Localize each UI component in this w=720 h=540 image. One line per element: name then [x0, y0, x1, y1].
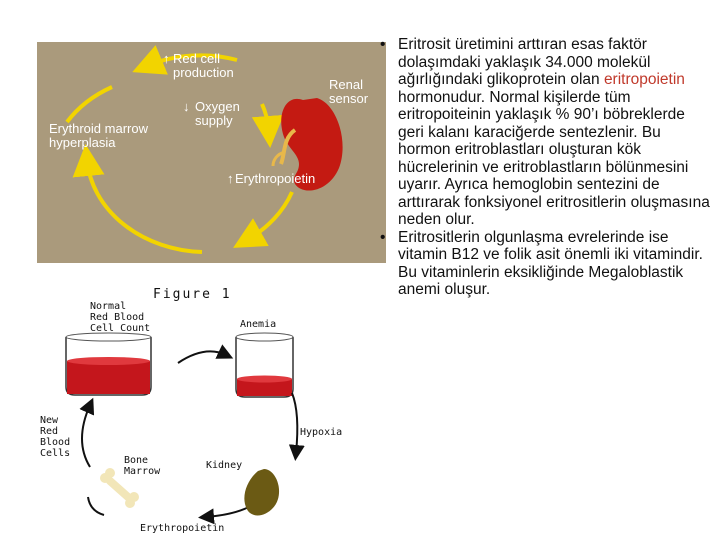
oxygen-supply-label: ↓ Oxygen supply — [183, 99, 240, 128]
bullet-dot: • — [380, 36, 386, 53]
bullet-item-vitamins: • Eritrositlerin olgunlaşma evrelerinde … — [380, 229, 710, 299]
arrow-to-anemia — [177, 344, 234, 364]
kidney-icon — [244, 469, 280, 516]
figure-title: Figure 1 — [153, 287, 232, 302]
normal-beaker-icon — [65, 332, 152, 396]
cycle-arrow-right — [251, 103, 284, 148]
bullet-text: hormonudur. Normal kişilerde tüm eritrop… — [398, 88, 710, 229]
erythroid-hyperplasia-label: Erythroid marrow hyperplasia — [49, 121, 148, 150]
cycle-arrow-bottom — [72, 144, 203, 254]
kidney-icon — [271, 98, 343, 191]
hypoxia-label: Hypoxia — [300, 427, 343, 438]
arrow-to-hypoxia — [288, 392, 305, 461]
kidney-label: Kidney — [206, 460, 243, 471]
anemia-cycle-figure: Figure 1 Normal Red Blood Cell Count Ane… — [30, 285, 370, 537]
red-cell-production-label: ↑ Red cell production — [163, 51, 234, 80]
erythropoietin-label: ↑ Erythropoietin — [227, 171, 316, 186]
bullet-item-erythropoietin: • Eritrosit üretimini arttıran esas fakt… — [380, 36, 710, 229]
cycle-arrow-bottom-right — [233, 191, 294, 248]
highlighted-term: eritropoietin — [603, 71, 685, 88]
anemia-diagram — [65, 332, 305, 525]
cycle-diagram — [65, 45, 343, 254]
cycle-arrow-top — [132, 45, 238, 75]
bullet-text: Eritrosit üretimini arttıran esas faktör… — [398, 36, 651, 88]
bullet-text-column: • Eritrosit üretimini arttıran esas fakt… — [380, 36, 710, 299]
bullet-dot: • — [380, 228, 386, 246]
arrow-to-marrow — [87, 496, 105, 516]
bullet-text: Eritrositlerin olgunlaşma evrelerinde is… — [398, 228, 703, 299]
anemia-label: Anemia — [240, 319, 277, 330]
arrow-to-new-cells — [79, 397, 95, 468]
erythropoietin-label: Erythropoietin — [140, 523, 225, 534]
renal-sensor-label: Renal sensor — [329, 77, 369, 106]
bone-icon — [100, 468, 139, 508]
bone-marrow-label: Bone Marrow — [124, 455, 161, 477]
cycle-arrow-left — [65, 85, 113, 124]
erythropoiesis-cycle-figure: ↑ Red cell production ↓ Oxygen supply Re… — [37, 42, 386, 263]
new-rbc-label: New Red Blood Cells — [40, 415, 71, 459]
anemia-beaker-icon — [235, 332, 294, 398]
normal-rbc-label: Normal Red Blood Cell Count — [90, 301, 151, 334]
